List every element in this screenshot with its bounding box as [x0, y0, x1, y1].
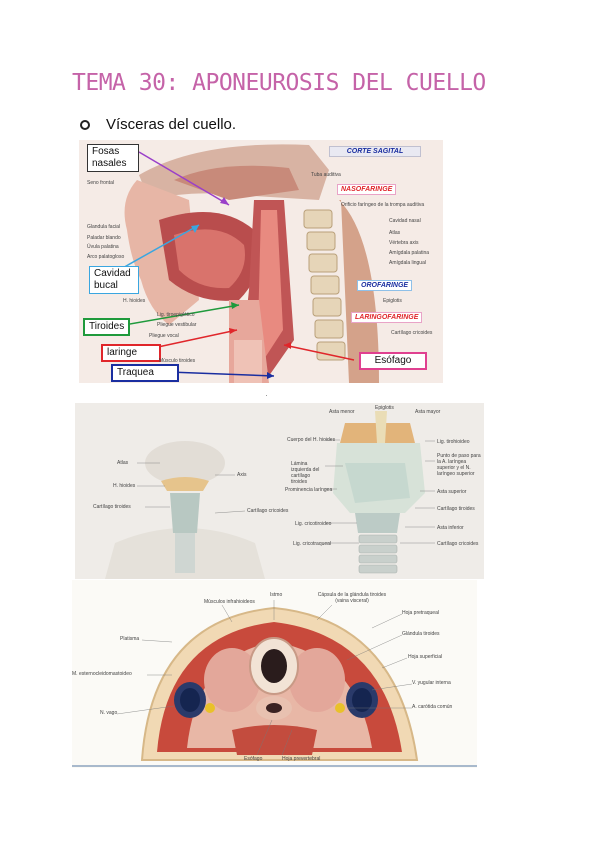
label-cart-tiroides: Cartílago tiroides: [437, 506, 475, 512]
label-infrahioideos: Músculos infrahioideos: [204, 599, 255, 605]
label-arco: Arco palatogloso: [87, 254, 125, 260]
label-axis-l: Axis: [237, 472, 247, 478]
label-hioides: H. hioides: [123, 298, 146, 304]
label-lamina: Lámina izquierda del cartílago tiroides: [291, 461, 320, 485]
laringofaringe-tag: LARINGOFARINGE: [351, 312, 423, 323]
label-punto: Punto de paso para la A. laríngea superi…: [437, 453, 481, 477]
label-seno-frontal: Seno frontal: [87, 180, 114, 186]
label-tiroides-l: Cartílago tiroides: [93, 504, 131, 510]
tiroides-callout: Tiroides: [83, 318, 131, 336]
label-tuba: Tuba auditiva: [311, 172, 341, 178]
sagittal-illustration: [79, 140, 443, 383]
label-musculo: Músculo tiroides: [159, 358, 196, 364]
label-asta-menor: Asta menor: [329, 409, 355, 415]
label-lig-tiro: Lig. tiroepiglótico: [157, 312, 195, 318]
orofaringe-tag: OROFARINGE: [357, 280, 413, 291]
label-cart-cricoides: Cartílago cricoides: [437, 541, 479, 547]
label-pliegue-vocal: Pliegue vocal: [149, 333, 179, 339]
label-glandula: Glandula facial: [87, 224, 121, 230]
larynx-cartilage-figure: Atlas Axis H. hioides Cartílago tiroides…: [75, 403, 484, 579]
label-hoja-prevertebral: Hoja prevertebral: [282, 756, 321, 762]
stray-dot: [266, 395, 267, 396]
label-asta-mayor: Asta mayor: [415, 409, 441, 415]
label-esofago: Esófago: [244, 756, 263, 762]
label-epiglotis-r: Epiglotis: [375, 405, 394, 411]
nasofaringe-tag: NASOFARINGE: [337, 184, 397, 195]
label-vago: N. vago: [100, 710, 118, 716]
label-atlas-l: Atlas: [117, 460, 129, 466]
laringe-callout: laringe: [101, 344, 161, 362]
label-pliegue-vest: Pliegue vestibular: [157, 322, 197, 328]
label-carotida: A. carótida común: [412, 704, 453, 710]
label-axis: Vértebra axis: [389, 240, 419, 246]
label-atlas: Atlas: [389, 230, 401, 236]
label-hioides-l: H. hioides: [113, 483, 136, 489]
label-cavidad-nasal: Cavidad nasal: [389, 218, 421, 224]
label-orificio: Orificio faríngeo de la trompa auditiva: [341, 202, 425, 208]
label-hoja-superficial: Hoja superficial: [408, 654, 443, 660]
label-asta-inferior: Asta inferior: [437, 525, 464, 531]
sagittal-section-figure: CORTE SAGITAL NASOFARINGE OROFARINGE LAR…: [79, 140, 443, 383]
label-hoja-pretraqueal: Hoja pretraqueal: [402, 610, 439, 616]
label-amig-ling: Amígdala lingual: [389, 260, 426, 266]
label-glandula-tiroides: Glándula tiroides: [402, 631, 440, 637]
label-istmo: Istmo: [270, 592, 283, 598]
label-uvula: Úvula palatina: [87, 244, 119, 250]
label-cuerpo: Cuerpo del H. hioides: [287, 437, 336, 443]
label-capsula: Cápsula de la glándula tiroides (vaina v…: [317, 592, 387, 604]
label-asta-superior: Asta superior: [437, 489, 467, 495]
label-prominencia: Prominencia laríngea: [285, 487, 333, 493]
traquea-callout: Traquea: [111, 364, 179, 382]
cavidad-bucal-callout: Cavidad bucal: [89, 266, 139, 294]
label-cricoides: Cartílago cricoides: [391, 330, 433, 336]
label-lig-cricotiroideo: Lig. cricotiroideo: [295, 521, 332, 527]
cross-section-illustration: [72, 580, 477, 768]
label-paladar: Paladar blando: [87, 235, 121, 241]
corte-sagital-header: CORTE SAGITAL: [329, 146, 421, 157]
label-lig-tirohioideo: Lig. tirohioideo: [437, 439, 470, 445]
label-amig-pal: Amígdala palatina: [389, 250, 430, 256]
label-esternocleido: M. esternocleidomastoideo: [72, 671, 132, 677]
larynx-illustration: [75, 403, 484, 579]
esofago-callout: Esófago: [359, 352, 427, 370]
label-epiglotis: Epiglotis: [383, 298, 402, 304]
page-title: TEMA 30: APONEUROSIS DEL CUELLO: [72, 70, 486, 96]
label-lig-cricotraqueal: Lig. cricotraqueal: [293, 541, 332, 547]
label-yugular: V. yugular interna: [412, 680, 451, 686]
label-platisma: Platisma: [120, 636, 140, 642]
bullet-item: Vísceras del cuello.: [80, 116, 236, 133]
label-cricoides-l: Cartílago cricoides: [247, 508, 289, 514]
neck-cross-section-figure: Músculos infrahioideos Istmo Cápsula de …: [72, 580, 477, 768]
fosas-nasales-callout: Fosas nasales: [87, 144, 139, 172]
bullet-text: Vísceras del cuello.: [106, 116, 237, 133]
bullet-circle-icon: [80, 119, 90, 130]
